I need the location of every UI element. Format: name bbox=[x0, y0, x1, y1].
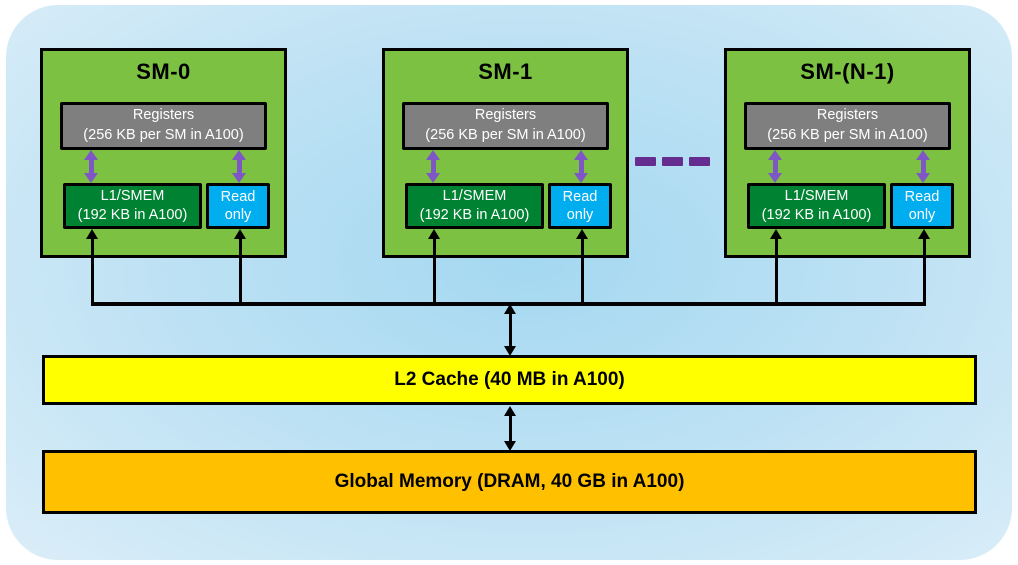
sm-title: SM-(N-1) bbox=[800, 59, 895, 84]
l1-smem-label: L1/SMEM bbox=[442, 188, 507, 205]
global-memory-bar: Global Memory (DRAM, 40 GB in A100) bbox=[42, 450, 977, 514]
l1-smem-box: L1/SMEM (192 KB in A100) bbox=[63, 183, 202, 229]
sm-title: SM-0 bbox=[136, 59, 191, 84]
read-only-label-line1: Read bbox=[562, 188, 598, 205]
dash-icon bbox=[689, 157, 710, 166]
registers-label: Registers bbox=[474, 107, 537, 124]
registers-label: Registers bbox=[816, 107, 879, 124]
read-only-label-line2: only bbox=[908, 207, 936, 223]
registers-readonly-bidirectional-arrow-icon bbox=[232, 150, 246, 183]
sm-box-0: SM-0 Registers (256 KB per SM in A100) L… bbox=[40, 48, 287, 258]
dash-icon bbox=[635, 157, 656, 166]
more-sms-ellipsis-icon bbox=[635, 157, 716, 166]
registers-capacity-label: (256 KB per SM in A100) bbox=[425, 127, 586, 143]
read-only-box: Read only bbox=[548, 183, 612, 229]
bus-to-l1-arrow-icon bbox=[427, 229, 441, 303]
registers-l1-bidirectional-arrow-icon bbox=[426, 150, 440, 183]
bus-to-readonly-arrow-icon bbox=[917, 229, 931, 303]
l1-smem-capacity-label: (192 KB in A100) bbox=[77, 207, 188, 223]
l1-smem-capacity-label: (192 KB in A100) bbox=[419, 207, 530, 223]
registers-capacity-label: (256 KB per SM in A100) bbox=[767, 127, 928, 143]
read-only-label-line1: Read bbox=[904, 188, 940, 205]
sm-interconnect-bus-line bbox=[91, 302, 926, 306]
registers-l1-bidirectional-arrow-icon bbox=[768, 150, 782, 183]
registers-l1-bidirectional-arrow-icon bbox=[84, 150, 98, 183]
registers-label: Registers bbox=[132, 107, 195, 124]
registers-box: Registers (256 KB per SM in A100) bbox=[402, 102, 609, 150]
l2-global-bidirectional-arrow-icon bbox=[503, 406, 517, 451]
l1-smem-label: L1/SMEM bbox=[100, 188, 165, 205]
read-only-box: Read only bbox=[206, 183, 270, 229]
read-only-label-line1: Read bbox=[220, 188, 256, 205]
l2-cache-bar: L2 Cache (40 MB in A100) bbox=[42, 355, 977, 405]
dash-icon bbox=[662, 157, 683, 166]
l2-cache-label: L2 Cache (40 MB in A100) bbox=[394, 369, 625, 390]
registers-capacity-label: (256 KB per SM in A100) bbox=[83, 127, 244, 143]
bus-to-l1-arrow-icon bbox=[85, 229, 99, 303]
l1-smem-box: L1/SMEM (192 KB in A100) bbox=[405, 183, 544, 229]
read-only-label-line2: only bbox=[566, 207, 594, 223]
global-memory-label: Global Memory (DRAM, 40 GB in A100) bbox=[334, 471, 685, 492]
l1-smem-capacity-label: (192 KB in A100) bbox=[761, 207, 872, 223]
bus-to-readonly-arrow-icon bbox=[575, 229, 589, 303]
registers-readonly-bidirectional-arrow-icon bbox=[916, 150, 930, 183]
l1-smem-box: L1/SMEM (192 KB in A100) bbox=[747, 183, 886, 229]
sm-box-n-1: SM-(N-1) Registers (256 KB per SM in A10… bbox=[724, 48, 971, 258]
bus-l2-bidirectional-arrow-icon bbox=[503, 304, 517, 356]
registers-box: Registers (256 KB per SM in A100) bbox=[60, 102, 267, 150]
registers-readonly-bidirectional-arrow-icon bbox=[574, 150, 588, 183]
bus-to-l1-arrow-icon bbox=[769, 229, 783, 303]
read-only-box: Read only bbox=[890, 183, 954, 229]
read-only-label-line2: only bbox=[224, 207, 252, 223]
sm-box-1: SM-1 Registers (256 KB per SM in A100) L… bbox=[382, 48, 629, 258]
l1-smem-label: L1/SMEM bbox=[784, 188, 849, 205]
registers-box: Registers (256 KB per SM in A100) bbox=[744, 102, 951, 150]
sm-title: SM-1 bbox=[478, 59, 533, 84]
bus-to-readonly-arrow-icon bbox=[233, 229, 247, 303]
